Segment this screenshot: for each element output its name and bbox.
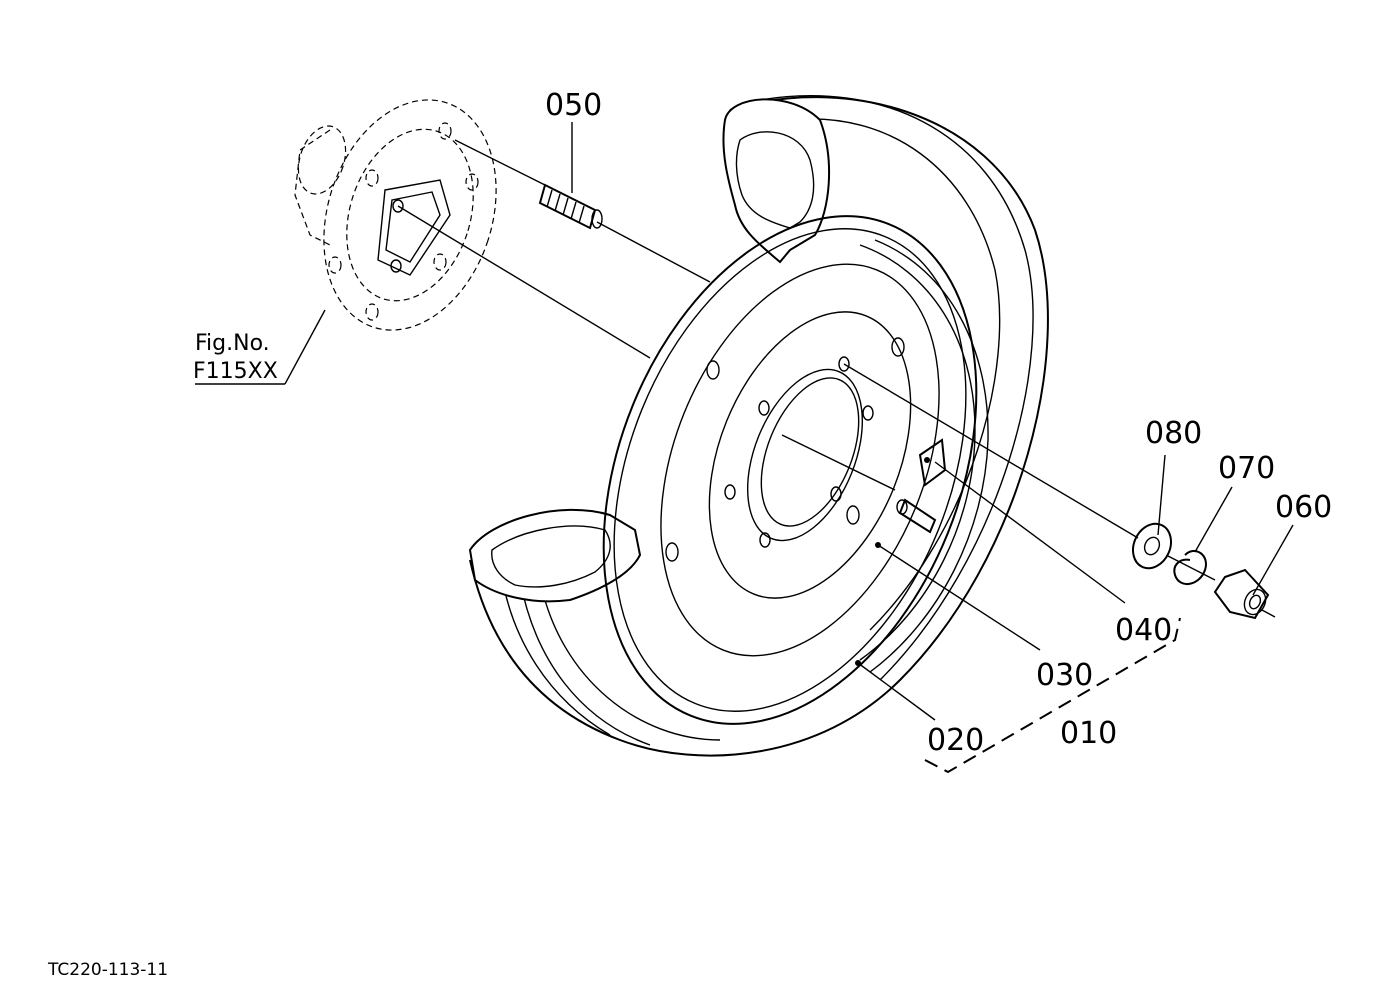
nut [1213,568,1270,620]
callout-010: 010 [1060,716,1117,751]
callout-040: 040 [1115,613,1172,648]
wheel-tire-assembly [468,95,1049,757]
washer [1132,522,1172,570]
reference-line1: Fig.No. [195,331,270,356]
callout-030: 030 [1036,658,1093,693]
reference-line2: F115XX [193,359,278,384]
part-callouts: 050 080 070 060 040 030 010 020 [545,88,1332,758]
callout-080: 080 [1145,416,1202,451]
drawing-code: TC220-113-11 [47,960,168,980]
callout-020: 020 [927,723,984,758]
stud-bolt [538,183,603,230]
assembly-lines [397,139,1276,618]
hub-reference-part [294,99,497,331]
leader-lines [195,122,1294,774]
callout-070: 070 [1218,451,1275,486]
callout-050: 050 [545,88,602,123]
spring-washer [1173,550,1207,585]
callout-060: 060 [1275,490,1332,525]
figure-reference: Fig.No. F115XX [193,331,278,384]
